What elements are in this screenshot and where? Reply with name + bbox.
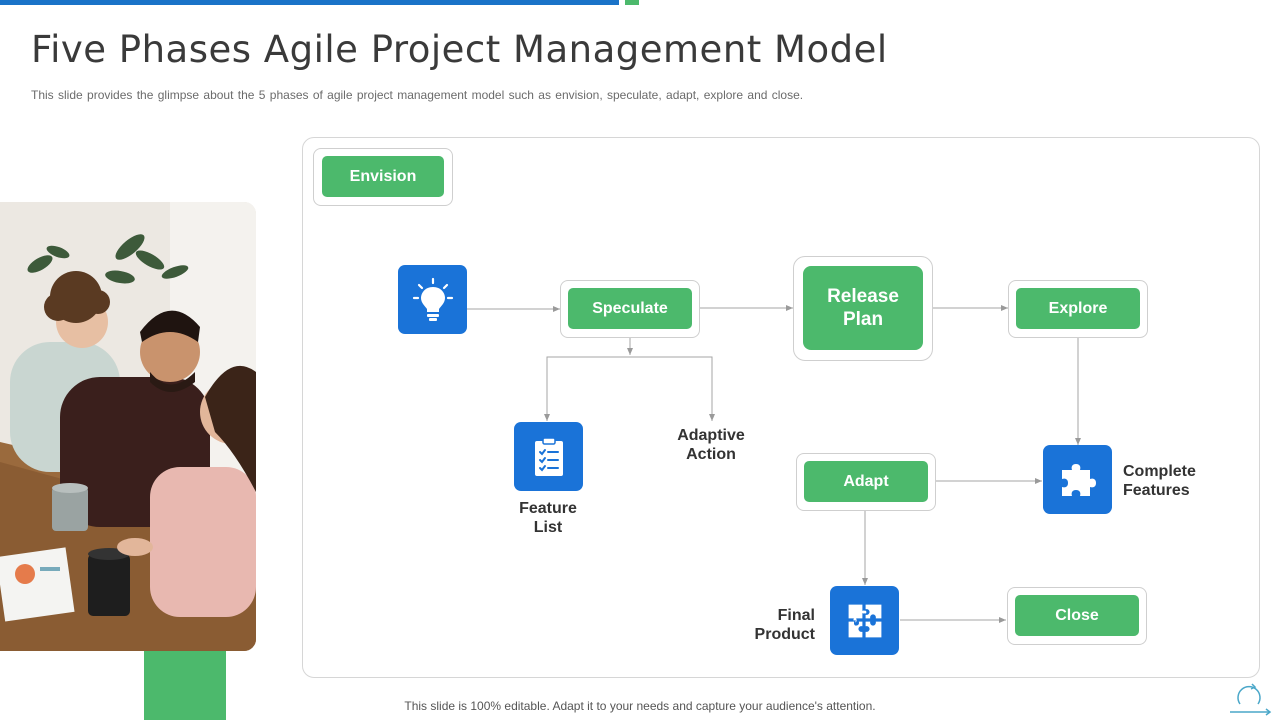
checklist-icon (534, 436, 563, 476)
feature-list-label-line2: List (533, 519, 563, 536)
team-meeting-photo (0, 202, 256, 651)
slide-subtitle: This slide provides the glimpse about th… (31, 88, 804, 102)
close-button[interactable]: Close (1015, 595, 1139, 636)
adaptive-action-label: Adaptive Action (661, 426, 761, 464)
complete-features-label-line2: Features (1123, 482, 1190, 499)
slide-footer: This slide is 100% editable. Adapt it to… (0, 699, 1280, 713)
refresh-cycle-icon (1230, 683, 1272, 716)
feature-list-label: Feature List (498, 499, 598, 537)
final-product-label-line1: Final (777, 607, 815, 624)
release-plan-label-line1: Release (827, 286, 899, 307)
final-product-box (830, 586, 899, 655)
adaptive-action-label-line2: Action (686, 446, 736, 463)
idea-box (398, 265, 467, 334)
complete-features-label: Complete Features (1123, 462, 1223, 500)
feature-list-label-line1: Feature (519, 500, 577, 517)
release-plan-button[interactable]: Release Plan (803, 266, 923, 350)
feature-list-box (514, 422, 583, 491)
final-product-label-line2: Product (754, 626, 815, 643)
top-accent-bar-green (625, 0, 639, 5)
final-product-label: Final Product (715, 606, 815, 644)
complete-features-label-line1: Complete (1123, 463, 1196, 480)
complete-features-box (1043, 445, 1112, 514)
decorative-green-block (144, 651, 226, 720)
adaptive-action-label-line1: Adaptive (677, 427, 745, 444)
puzzle-piece-icon (1061, 463, 1096, 496)
top-accent-bar-blue (0, 0, 619, 5)
slide-footer-text: This slide is 100% editable. Adapt it to… (404, 699, 876, 713)
adapt-button[interactable]: Adapt (804, 461, 928, 502)
envision-button[interactable]: Envision (322, 156, 444, 197)
explore-button[interactable]: Explore (1016, 288, 1140, 329)
diagram-panel (302, 137, 1260, 678)
slide-title: Five Phases Agile Project Management Mod… (31, 28, 888, 71)
lightbulb-icon (412, 277, 453, 321)
release-plan-label-line2: Plan (842, 309, 884, 330)
puzzle-grid-icon (846, 602, 883, 639)
speculate-button[interactable]: Speculate (568, 288, 692, 329)
